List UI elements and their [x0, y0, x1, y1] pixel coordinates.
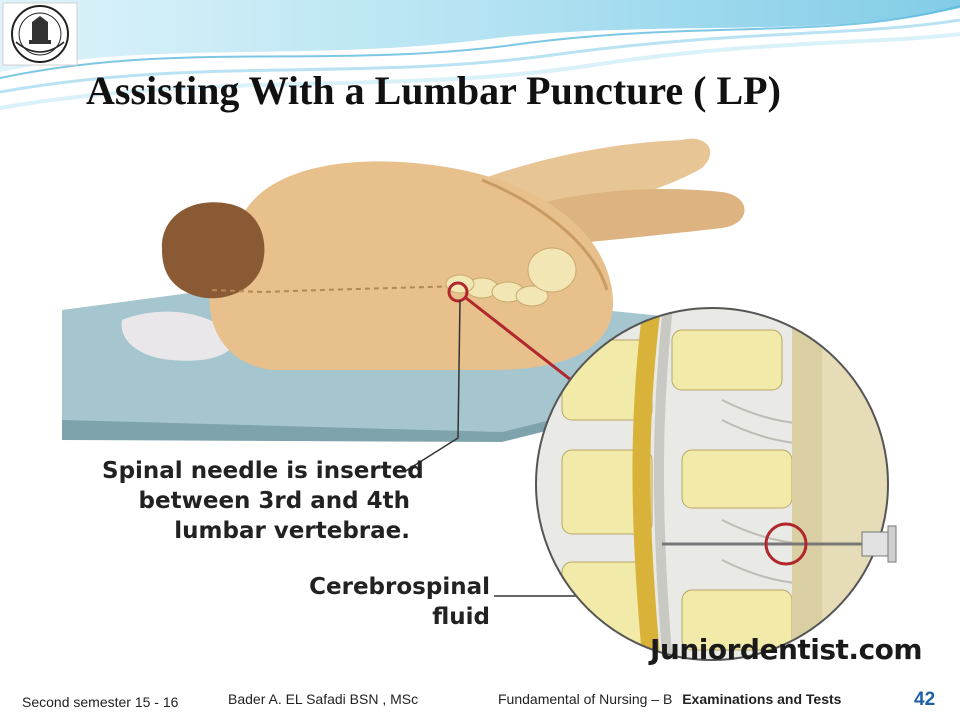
pillow-shape — [121, 311, 234, 361]
patient-back-shape — [209, 161, 614, 370]
header-wave-decoration — [0, 0, 960, 110]
footer-author: Bader A. EL Safadi BSN , MSc — [228, 691, 419, 707]
university-seal-logo — [2, 2, 78, 66]
patient-head-shape — [161, 202, 265, 299]
lumbar-vertebrae — [445, 247, 577, 307]
slide-title: Assisting With a Lumbar Puncture ( LP) — [86, 68, 781, 113]
lumbar-puncture-illustration — [62, 138, 897, 661]
needle-caption-line: between 3rd and 4th — [138, 488, 410, 514]
spine-line — [211, 285, 463, 294]
needle-caption-line: Spinal needle is inserted — [102, 458, 424, 484]
source-watermark: Juniordentist.com — [650, 633, 923, 666]
insertion-site-marker — [447, 281, 469, 303]
needle-caption-pointer — [403, 299, 461, 473]
needle-caption-line: lumbar vertebrae. — [174, 518, 410, 544]
page-number: 42 — [914, 689, 936, 710]
fluid-caption: Cerebrospinal fluid — [300, 572, 490, 632]
fluid-caption-line: Cerebrospinal — [309, 574, 490, 600]
footer-course-topic: Examinations and Tests — [682, 691, 842, 707]
needle-caption: Spinal needle is inserted between 3rd an… — [102, 456, 424, 546]
fluid-caption-line: fluid — [432, 604, 490, 630]
footer-course-prefix: Fundamental of Nursing – B — [498, 691, 673, 707]
needle-tip-marker — [764, 522, 808, 566]
footer-semester: Second semester 15 - 16 — [22, 694, 179, 710]
footer-course: Fundamental of Nursing – B Examinations … — [498, 687, 841, 711]
